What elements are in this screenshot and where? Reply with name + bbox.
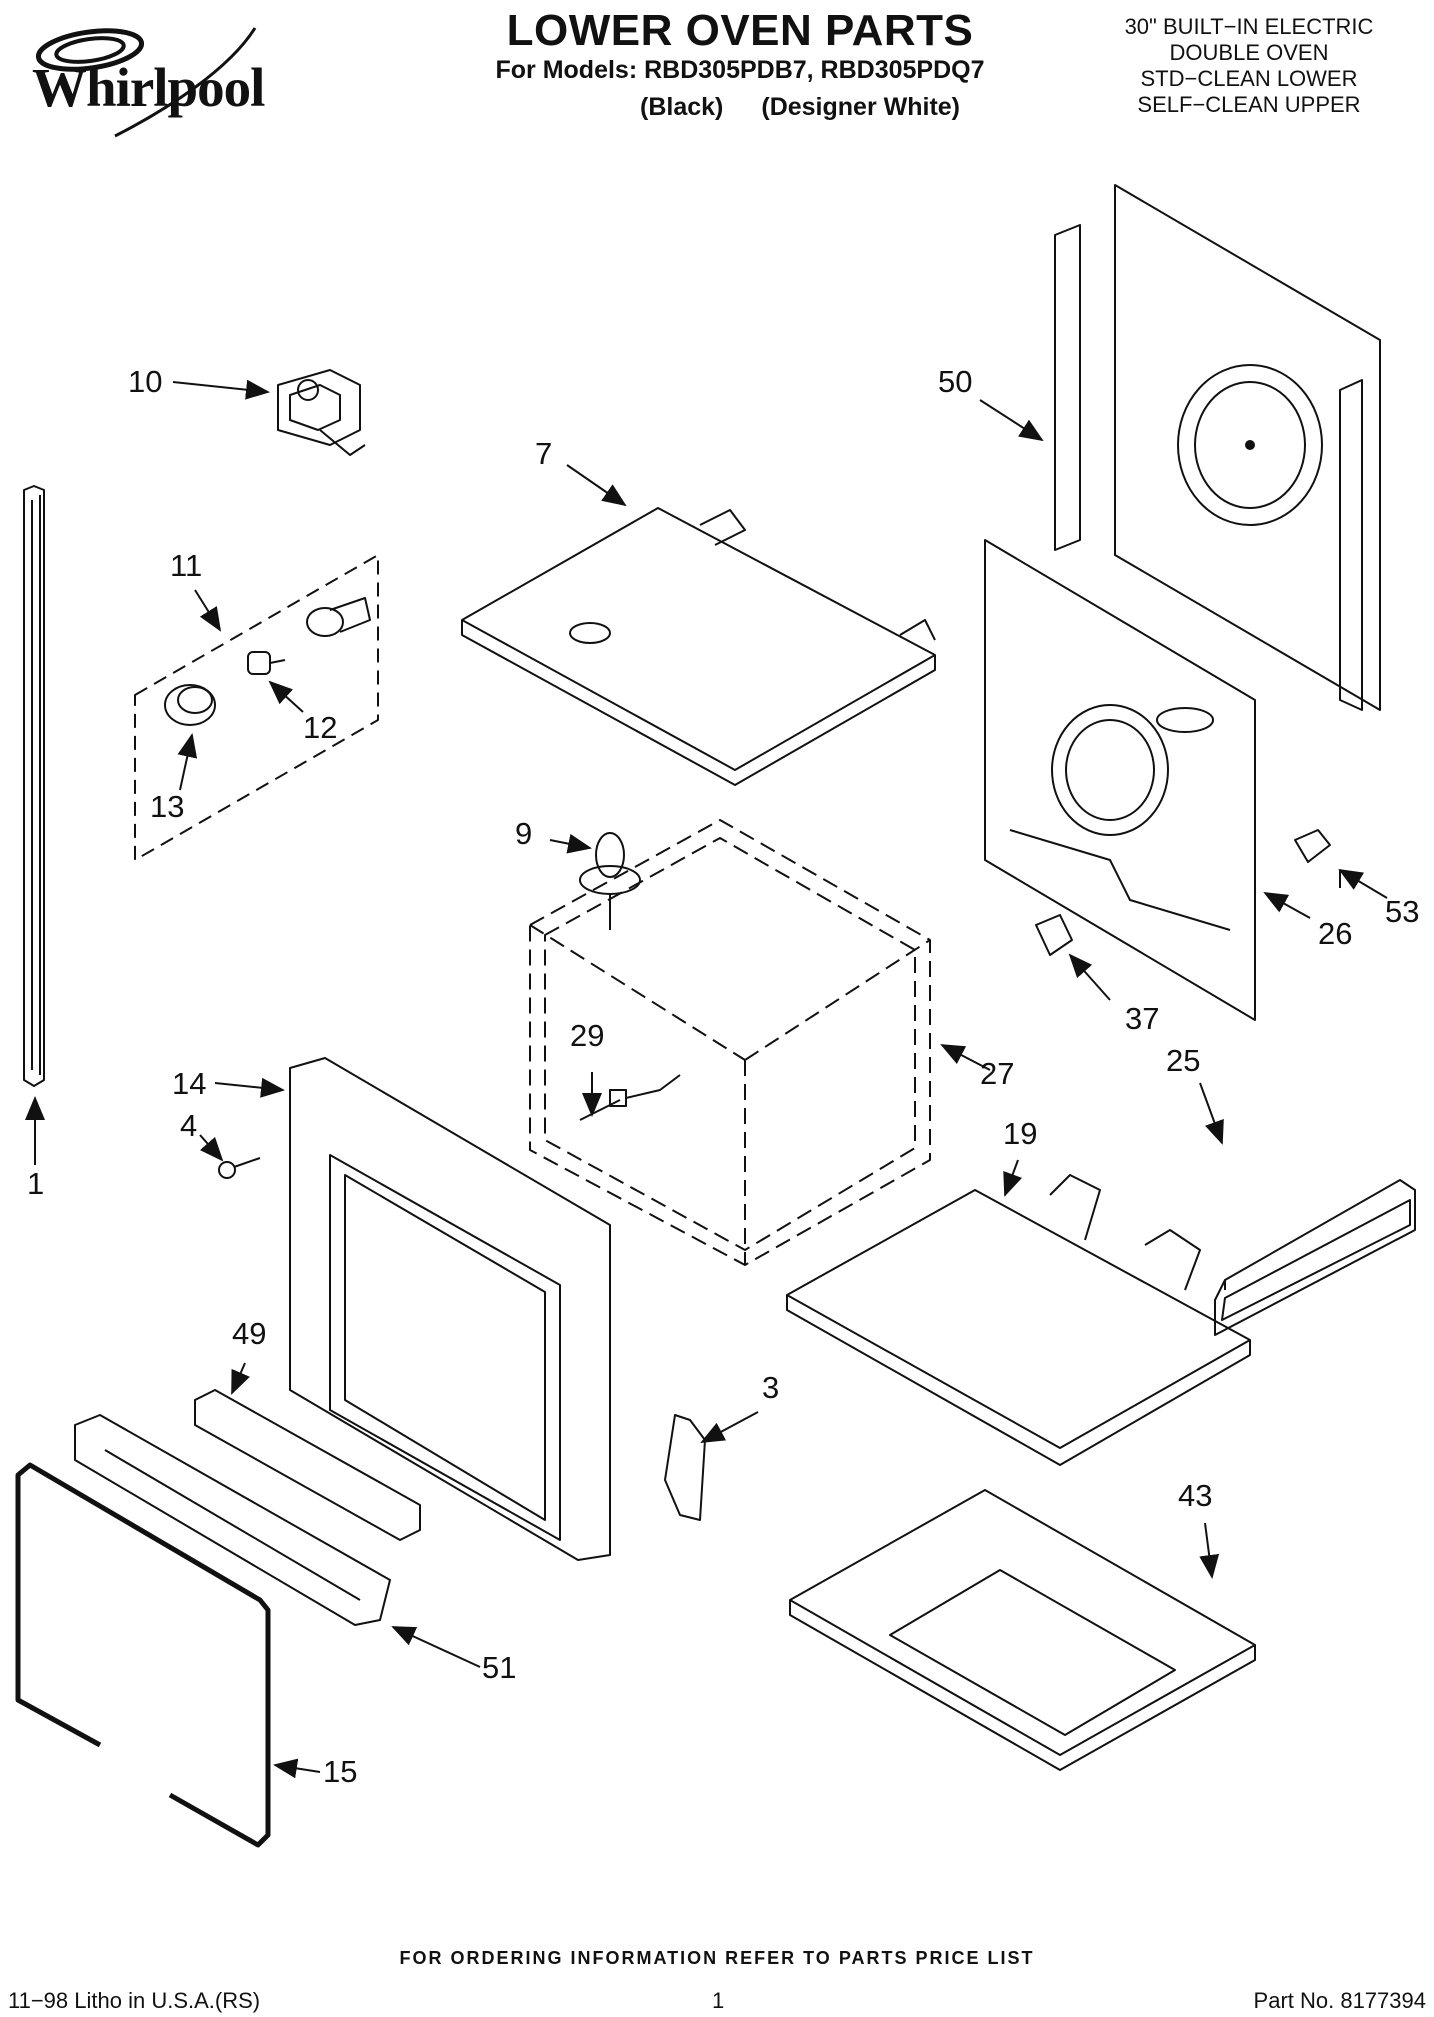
- callout-15: 15: [323, 1754, 358, 1789]
- part-7-top-tray: [461, 507, 936, 786]
- part-1-trim-strip: [23, 485, 45, 1087]
- part-51-vent-trim: [74, 1414, 391, 1626]
- part-29-sensor: [579, 1074, 681, 1121]
- part-10-latch-bracket: [277, 369, 366, 456]
- part-11-lamp-socket: [306, 597, 371, 637]
- callout-19: 19: [1003, 1116, 1038, 1151]
- part-3-bracket: [664, 1414, 706, 1521]
- part-14-front-frame: [289, 1057, 611, 1561]
- oven-spec-block: 30" BUILT−IN ELECTRIC DOUBLE OVEN STD−CL…: [1104, 14, 1394, 118]
- part-43-bottom-tray: [789, 1489, 1256, 1771]
- callout-10: 10: [128, 364, 163, 399]
- logo-swirl-icon: [35, 27, 257, 138]
- part-12-switch: [247, 651, 286, 675]
- variant-designer-white: (Designer White): [761, 93, 960, 121]
- callout-29: 29: [570, 1018, 605, 1053]
- part-37-clip: [1035, 914, 1073, 956]
- part-13-knob: [164, 684, 216, 726]
- part-number: Part No. 8177394: [1253, 1988, 1426, 2013]
- callout-25: 25: [1166, 1043, 1201, 1078]
- callout-7: 7: [535, 436, 553, 471]
- part-49-spacer: [194, 1389, 421, 1541]
- models-line: For Models: RBD305PDB7, RBD305PDQ7: [495, 56, 985, 84]
- model-variants: (Black) (Designer White): [640, 93, 998, 122]
- callout-51: 51: [482, 1650, 517, 1685]
- ordering-note: FOR ORDERING INFORMATION REFER TO PARTS …: [399, 1948, 1035, 1968]
- part-25-side-panel: [1214, 1179, 1416, 1336]
- spec-line: STD−CLEAN LOWER: [1140, 66, 1358, 91]
- callout-49: 49: [232, 1316, 267, 1351]
- part-27-oven-liner: [529, 819, 931, 1266]
- litho-info: 11−98 Litho in U.S.A.(RS): [8, 1988, 261, 2013]
- variant-black: (Black): [640, 93, 724, 121]
- callout-50: 50: [938, 364, 973, 399]
- part-19-bottom-shield: [786, 1174, 1251, 1466]
- part-50-back-panel: [1054, 184, 1381, 711]
- part-26-fan-panel: [984, 539, 1256, 1021]
- part-15-gasket: [15, 1462, 271, 1848]
- spec-line: DOUBLE OVEN: [1169, 40, 1329, 65]
- callout-43: 43: [1178, 1478, 1213, 1513]
- part-9-terminal: [579, 832, 641, 930]
- spec-line: 30" BUILT−IN ELECTRIC: [1124, 14, 1374, 39]
- callout-13: 13: [150, 789, 185, 824]
- leader-lines: [25, 379, 1388, 1779]
- whirlpool-logo: Whirlpool: [20, 8, 280, 148]
- callout-1: 1: [27, 1166, 45, 1201]
- spec-line: SELF−CLEAN UPPER: [1137, 92, 1361, 117]
- brand-name: Whirlpool: [32, 57, 265, 118]
- callout-12: 12: [303, 710, 338, 745]
- part-4-screw: [218, 1157, 261, 1179]
- callout-14: 14: [172, 1066, 207, 1101]
- callout-37: 37: [1125, 1001, 1160, 1036]
- callout-53: 53: [1385, 894, 1420, 929]
- callout-9: 9: [515, 816, 533, 851]
- callout-4: 4: [180, 1108, 198, 1143]
- part-53-clip: [1294, 829, 1331, 863]
- page-title: LOWER OVEN PARTS: [506, 6, 974, 55]
- callout-3: 3: [762, 1370, 780, 1405]
- callout-27: 27: [980, 1056, 1015, 1091]
- callout-11: 11: [170, 548, 203, 583]
- page-number: 1: [712, 1988, 725, 2013]
- part-11-group-outline: [134, 554, 379, 861]
- callout-26: 26: [1318, 916, 1353, 951]
